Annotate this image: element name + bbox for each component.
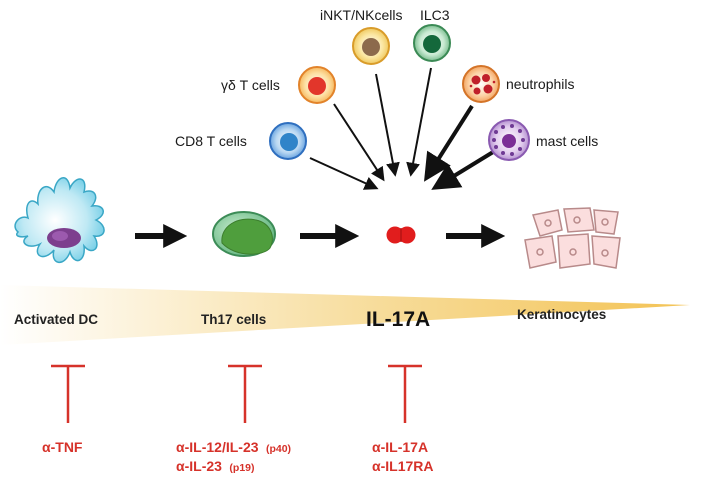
th17-cell-icon	[212, 211, 276, 257]
stage-activated-dc: Activated DC	[14, 312, 98, 327]
stage-th17: Th17 cells	[201, 312, 266, 327]
inhibitor-il17a: α-IL-17A	[372, 439, 428, 455]
inhibitor-il23-line: α-IL-23 (p19)	[176, 458, 255, 475]
label-cd8-t: CD8 T cells	[175, 133, 247, 149]
dendritic-cell-icon	[14, 177, 105, 263]
keratinocytes-icon	[524, 207, 621, 269]
inhibitor-il17ra: α-IL17RA	[372, 458, 434, 474]
label-gd-t: γδ T cells	[221, 77, 280, 93]
inhibitor-tnf: α-TNF	[42, 439, 83, 455]
inhibitor-il12-23: α-IL-12/IL-23	[176, 439, 259, 455]
il17a-cytokine-icon	[386, 226, 416, 244]
inhibitor-bars	[51, 364, 422, 423]
gradient-wedge	[0, 285, 690, 345]
converging-arrows	[309, 67, 500, 190]
neutrophil-icon	[462, 65, 500, 103]
inhibitor-il12-23-line: α-IL-12/IL-23 (p40)	[176, 439, 291, 456]
label-inkt-nk: iNKT/NKcells	[320, 7, 402, 23]
inkt-nk-cell-icon	[352, 27, 390, 65]
ilc3-cell-icon	[413, 24, 451, 62]
inhibitor-il23-note: (p19)	[229, 462, 254, 474]
cd8-cell-icon	[269, 122, 307, 160]
inhibitor-il23: α-IL-23	[176, 458, 222, 474]
label-neutrophils: neutrophils	[506, 76, 575, 92]
mast-cell-icon	[488, 119, 530, 161]
label-mast: mast cells	[536, 133, 598, 149]
label-ilc3: ILC3	[420, 7, 450, 23]
gd-t-cell-icon	[298, 66, 336, 104]
inhibitor-il12-23-note: (p40)	[266, 443, 291, 455]
stage-il17a: IL-17A	[366, 308, 430, 331]
stage-keratinocytes: Keratinocytes	[517, 307, 606, 322]
